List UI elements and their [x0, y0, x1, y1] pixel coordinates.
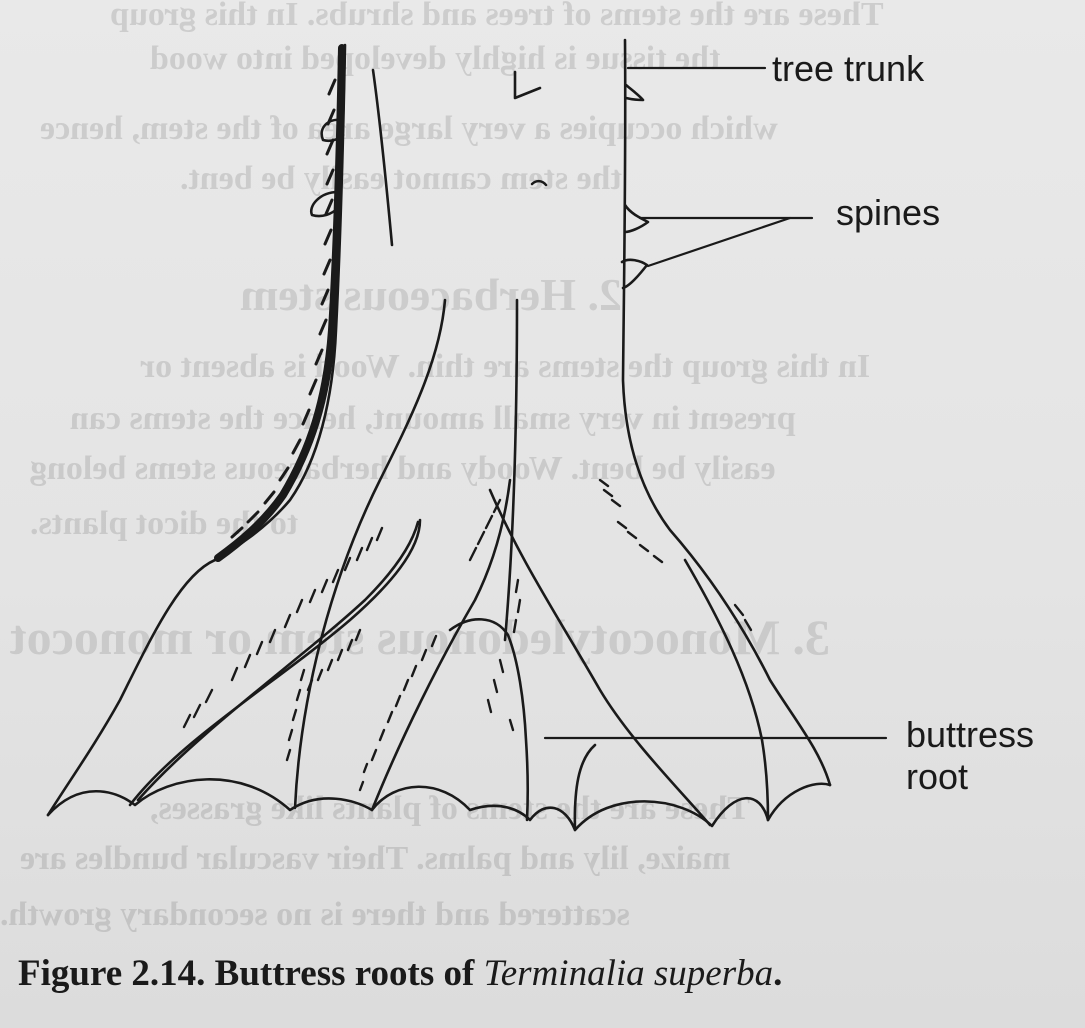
buttress-inner-arch	[448, 618, 529, 822]
caption-suffix: .	[773, 953, 783, 994]
spine-right-mid	[623, 203, 650, 234]
label-root: root	[906, 756, 969, 797]
label-tree-trunk: tree trunk	[772, 48, 925, 89]
buttress-left-ridge	[128, 518, 422, 807]
trunk-inner-line	[371, 68, 394, 247]
buttress-right-inner-arch	[573, 743, 597, 832]
spine-left-lower	[309, 190, 340, 218]
trunk-left-outline	[46, 43, 347, 817]
buttress-center-right-line	[503, 298, 519, 642]
root-scallop-edge	[46, 778, 832, 832]
label-spines: spines	[836, 192, 941, 233]
leader-spines-lower	[646, 216, 792, 268]
buttress-right-outer-line	[683, 558, 770, 822]
spine-right-low	[620, 258, 649, 290]
left-bark-shading	[214, 44, 346, 562]
bark-mark-1	[513, 70, 542, 100]
buttress-left-ridge-outer	[136, 520, 420, 802]
caption-species: Terminalia superba	[483, 953, 774, 994]
buttress-center-fold	[370, 478, 512, 812]
spine-left-upper	[320, 118, 345, 143]
buttress-right-ridge	[488, 488, 712, 827]
buttress-center-left-ridge	[293, 298, 447, 810]
buttress-hatching	[182, 478, 753, 792]
spine-right-top	[624, 83, 645, 102]
bark-mark-2	[530, 179, 548, 187]
trunk-right-outline	[621, 38, 832, 787]
left-bark-hatching	[230, 78, 337, 539]
figure-caption: Figure 2.14. Buttress roots of Terminali…	[18, 952, 782, 995]
label-buttress: buttress	[906, 714, 1035, 755]
leader-lines	[543, 66, 888, 740]
caption-prefix: Figure 2.14. Buttress roots of	[18, 953, 484, 994]
